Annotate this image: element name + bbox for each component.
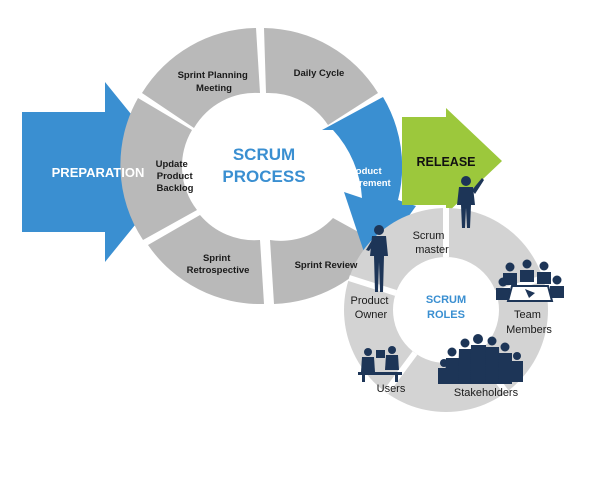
update-backlog-label: Update Product Backlog <box>156 159 196 194</box>
release-label: RELEASE <box>416 155 475 169</box>
stakeholders-crowd-icon <box>438 334 523 384</box>
process-ring <box>120 28 382 305</box>
segment-sprint-planning <box>142 28 260 128</box>
product-increment-label: Product Increment <box>345 166 391 189</box>
segment-sprint-retrospective <box>148 215 264 305</box>
segment-sprint-review <box>270 218 382 304</box>
process-title-1: SCRUM <box>233 145 295 164</box>
scrum-master-figure-icon <box>457 176 484 228</box>
sprint-retrospective-label: Sprint Retrospective <box>187 253 250 276</box>
sprint-review-label: Sprint Review <box>295 260 358 271</box>
scrum-master-label: Scrum master <box>413 230 450 256</box>
users-label: Users <box>377 383 406 395</box>
segment-update-backlog <box>120 98 197 240</box>
process-center <box>196 98 332 234</box>
roles-title-1: SCRUM <box>426 294 466 306</box>
users-desk-icon <box>358 346 402 382</box>
roles-title-2: ROLES <box>427 309 465 321</box>
daily-cycle-label: Daily Cycle <box>294 68 345 79</box>
product-owner-label: Product Owner <box>351 295 392 321</box>
stakeholders-label: Stakeholders <box>454 387 519 399</box>
process-title-2: PROCESS <box>222 167 305 186</box>
sprint-planning-label: Sprint Planning Meeting <box>178 70 251 94</box>
preparation-label: PREPARATION <box>52 165 145 180</box>
product-owner-figure-icon <box>366 225 388 292</box>
release-arrow <box>402 108 502 214</box>
team-meeting-icon <box>496 259 564 302</box>
team-members-label: Team Members <box>506 309 552 336</box>
segment-daily-cycle <box>264 28 378 125</box>
